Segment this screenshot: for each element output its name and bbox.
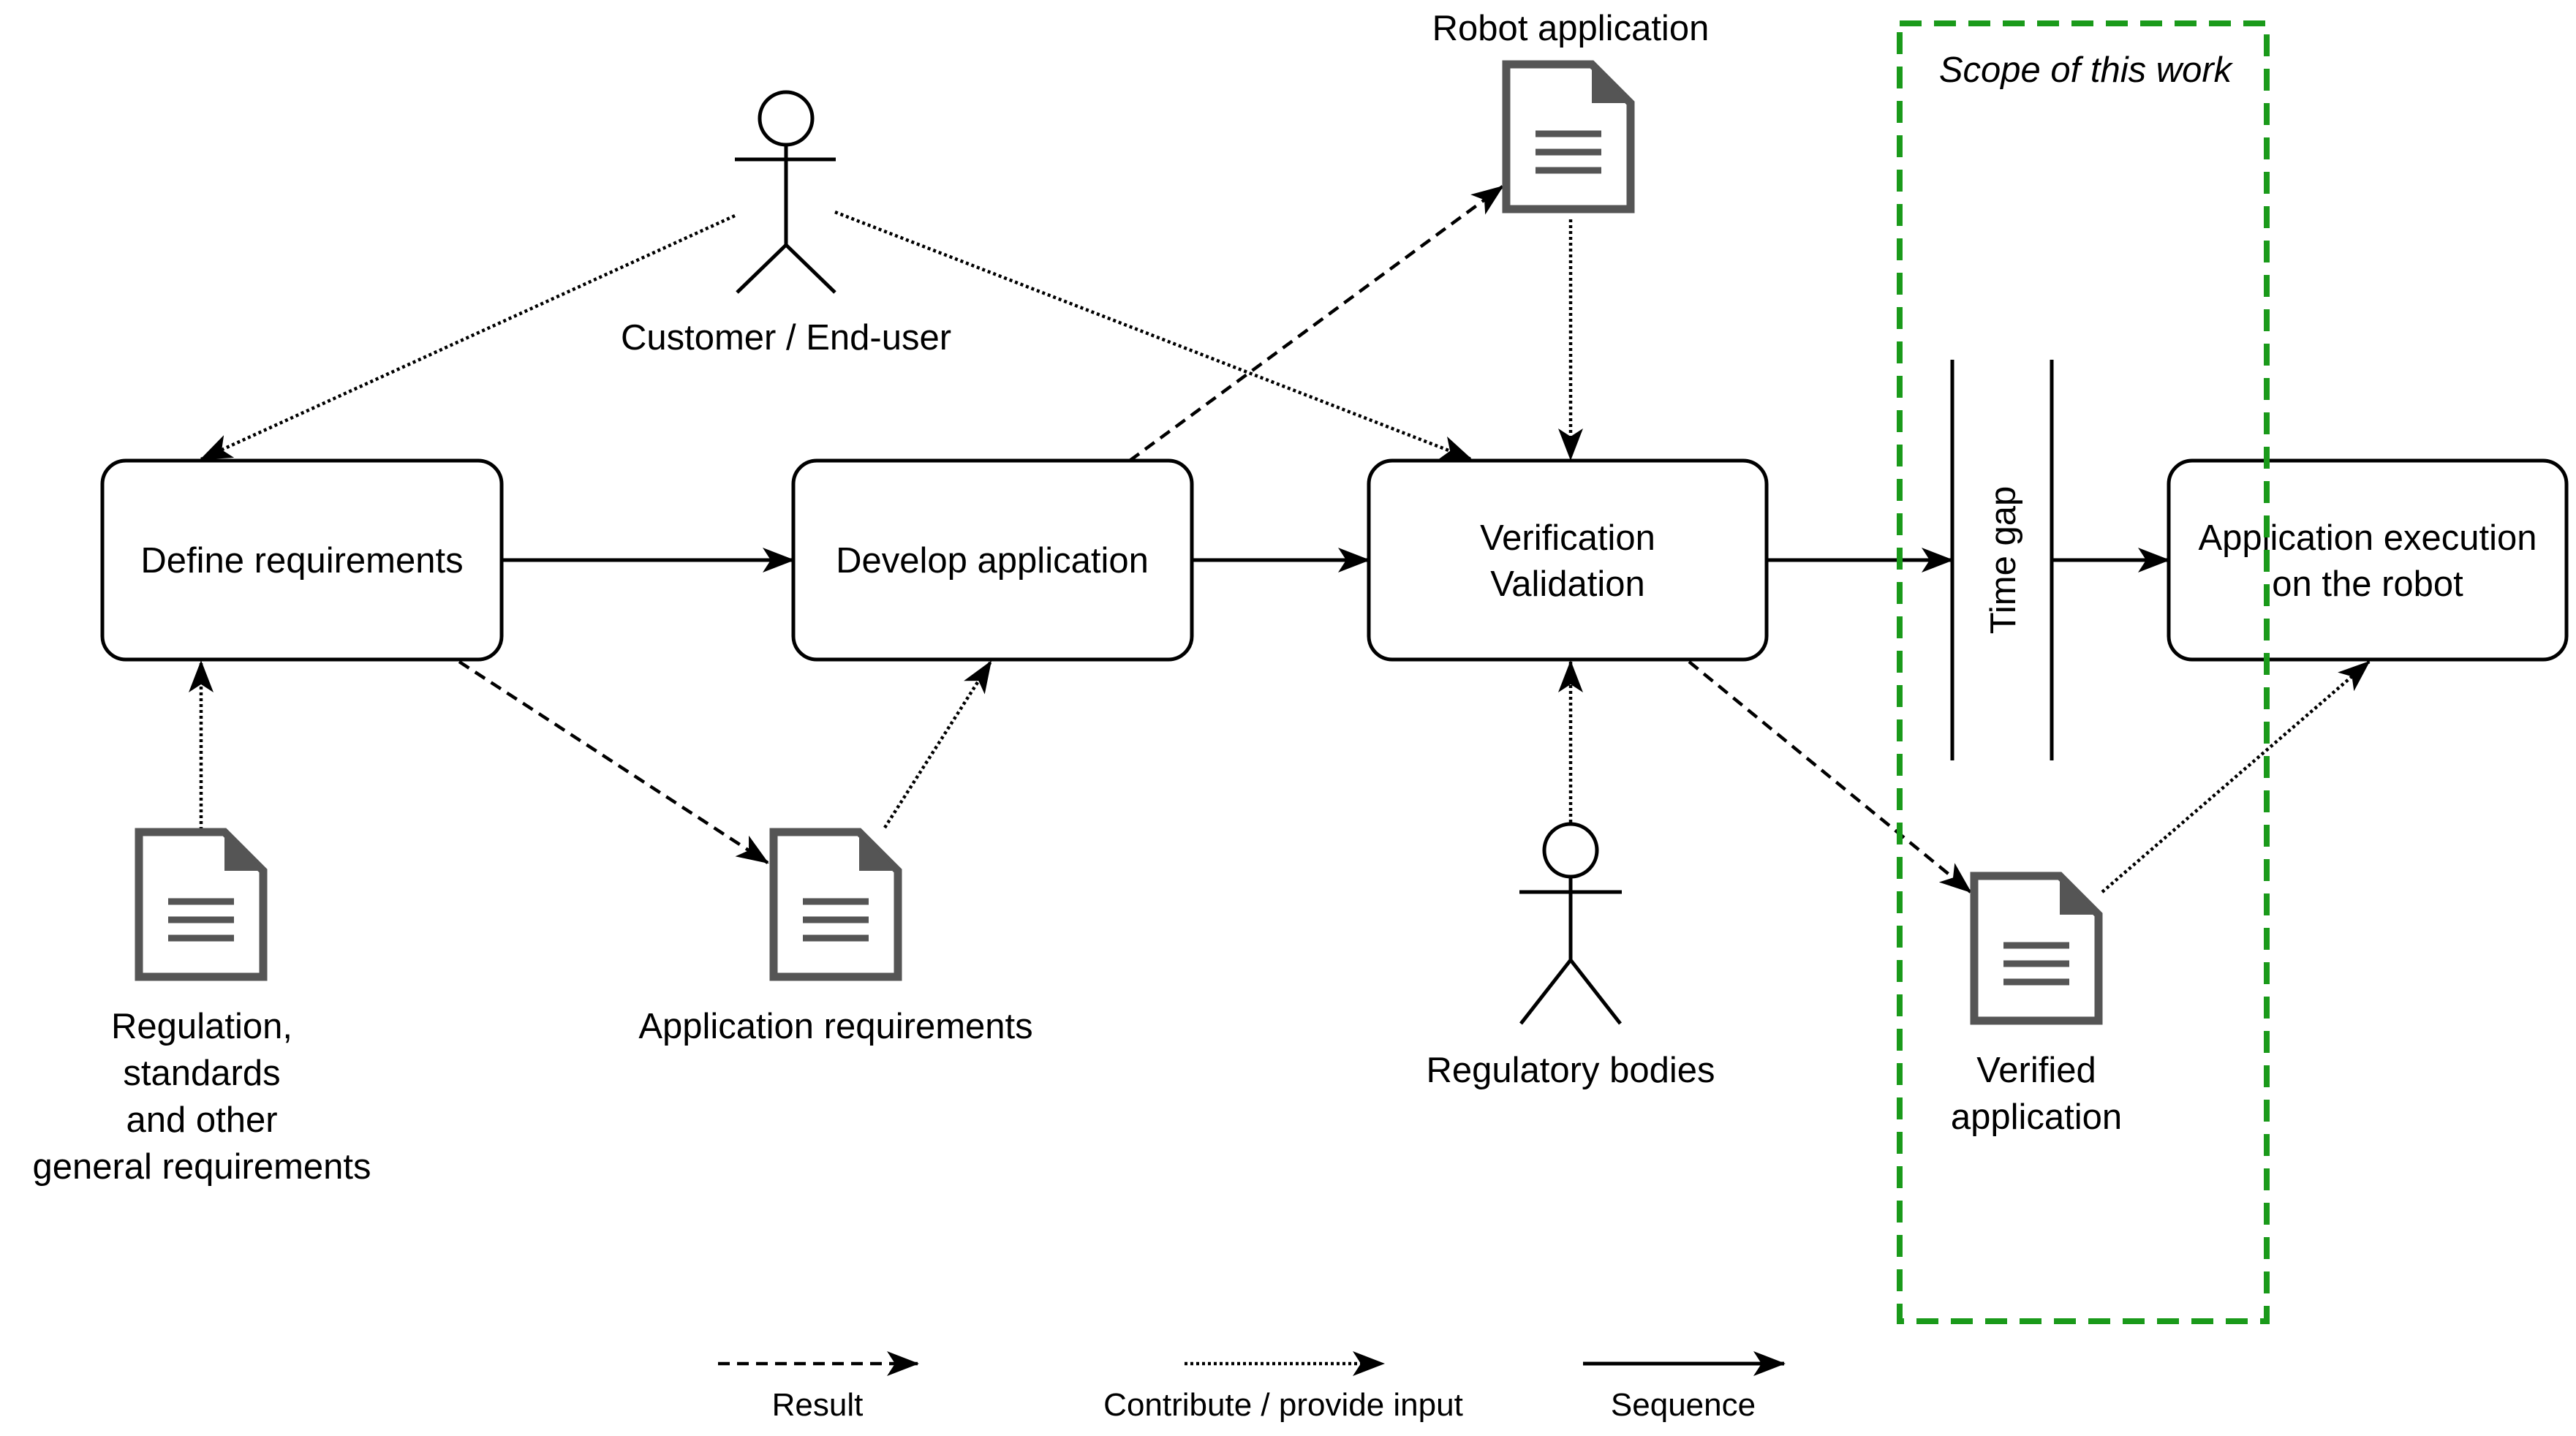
legend-result-label: Result xyxy=(772,1387,864,1423)
legend-contribute: Contribute / provide input xyxy=(1103,1351,1463,1423)
time-gap: Time gap xyxy=(1950,360,2054,760)
define-label: Define requirements xyxy=(140,541,463,581)
result-arrow-develop-robotapp xyxy=(1128,185,1504,462)
verify-label-line2: Validation xyxy=(1490,564,1645,604)
customer-label: Customer / End-user xyxy=(621,318,951,358)
doc-verified-application: Verified application xyxy=(1951,872,2122,1137)
input-arrow-customer-define xyxy=(200,213,736,461)
input-arrow-verified-execute xyxy=(2101,660,2371,893)
doc-robot-application: Robot application xyxy=(1432,9,1710,213)
actor-customer: Customer / End-user xyxy=(621,90,951,358)
document-icon xyxy=(135,828,268,981)
process-application-execution: Application execution on the robot xyxy=(2167,458,2569,662)
legend-contribute-label: Contribute / provide input xyxy=(1103,1387,1463,1423)
time-gap-label: Time gap xyxy=(1984,486,2023,634)
result-arrow-define-appreq xyxy=(458,660,769,864)
legend-sequence: Sequence xyxy=(1583,1351,1786,1423)
robot-app-label: Robot application xyxy=(1432,9,1710,48)
input-arrow-customer-verify xyxy=(834,210,1473,461)
process-verification-validation: Verification Validation xyxy=(1367,458,1769,662)
legend: Result Contribute / provide input Sequen… xyxy=(718,1351,1786,1423)
input-arrow-appreq-develop xyxy=(883,660,992,829)
document-icon xyxy=(769,828,902,981)
result-arrow-verify-verified xyxy=(1688,660,1972,893)
legend-result: Result xyxy=(718,1351,919,1423)
regulation-label-line2: standards xyxy=(123,1054,280,1093)
scope-label: Scope of this work xyxy=(1939,50,2234,90)
doc-application-requirements: Application requirements xyxy=(638,828,1033,1046)
verify-label-line1: Verification xyxy=(1480,518,1655,558)
app-requirements-label: Application requirements xyxy=(638,1007,1032,1046)
document-icon xyxy=(1970,872,2103,1025)
process-define-requirements: Define requirements xyxy=(100,458,504,662)
regulation-label-line3: and other xyxy=(126,1100,277,1140)
verified-label-line1: Verified xyxy=(1976,1051,2096,1090)
regulatory-label: Regulatory bodies xyxy=(1427,1051,1715,1090)
execute-label-line1: Application execution xyxy=(2198,518,2537,558)
regulation-label-line1: Regulation, xyxy=(111,1007,292,1046)
scope-boundary: Scope of this work xyxy=(1897,20,2270,1324)
execute-label-line2: on the robot xyxy=(2272,564,2463,604)
doc-regulation: Regulation, standards and other general … xyxy=(32,828,371,1187)
regulation-label-line4: general requirements xyxy=(32,1147,371,1187)
legend-sequence-label: Sequence xyxy=(1611,1387,1756,1423)
develop-label: Develop application xyxy=(836,541,1149,581)
verified-label-line2: application xyxy=(1951,1097,2122,1137)
document-icon xyxy=(1502,60,1635,213)
process-develop-application: Develop application xyxy=(791,458,1194,662)
actor-regulatory: Regulatory bodies xyxy=(1427,822,1715,1090)
